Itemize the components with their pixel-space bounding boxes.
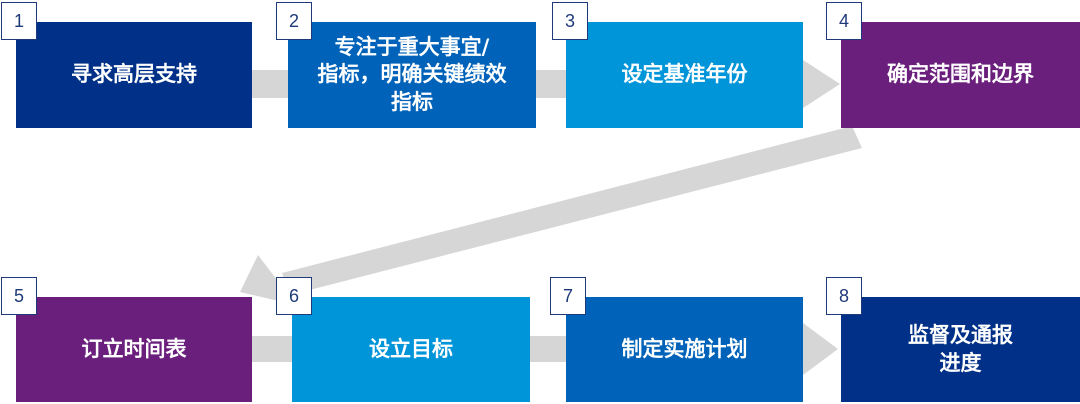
step-1-box: 寻求高层支持 bbox=[16, 22, 252, 128]
arrow-head-7-to-8 bbox=[803, 323, 838, 375]
step-3-box: 设定基准年份 bbox=[566, 22, 803, 128]
step-2-box: 专注于重大事宜/ 指标，明确关键绩效 指标 bbox=[288, 22, 536, 128]
arrow-head-3-to-4 bbox=[800, 58, 840, 110]
step-3-number-badge: 3 bbox=[552, 2, 588, 40]
step-6-box: 设立目标 bbox=[292, 297, 530, 402]
step-4-number-badge: 4 bbox=[826, 2, 862, 40]
step-7-box: 制定实施计划 bbox=[566, 297, 803, 402]
step-5-number-badge: 5 bbox=[1, 277, 37, 315]
step-1-number-badge: 1 bbox=[1, 2, 37, 40]
step-8-box: 监督及通报 进度 bbox=[841, 297, 1080, 402]
step-4-box: 确定范围和边界 bbox=[841, 22, 1080, 128]
step-8-number-badge: 8 bbox=[826, 277, 862, 315]
diagonal-connector-band bbox=[282, 126, 862, 295]
step-6-number-badge: 6 bbox=[276, 277, 312, 315]
step-7-number-badge: 7 bbox=[550, 277, 586, 315]
step-5-box: 订立时间表 bbox=[16, 297, 252, 402]
step-2-number-badge: 2 bbox=[276, 2, 312, 40]
